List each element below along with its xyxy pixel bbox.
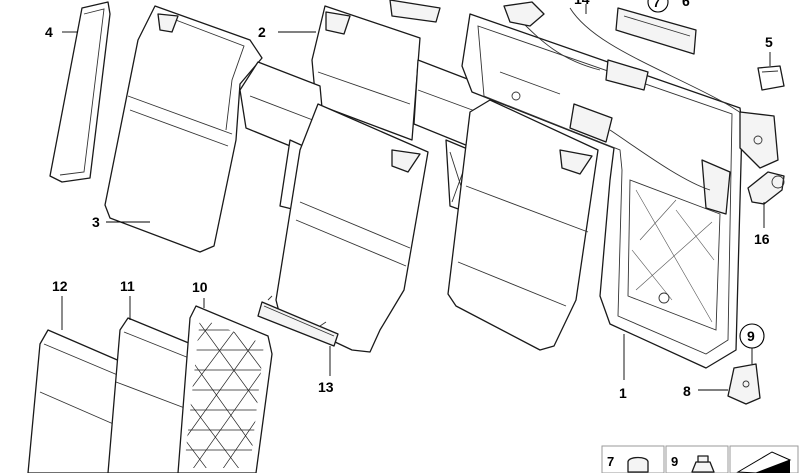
plug-icon xyxy=(627,456,649,473)
arrow-shade xyxy=(756,460,790,473)
callout-2: 2 xyxy=(258,24,266,40)
backrest-panel-right[interactable] xyxy=(447,99,599,351)
callout-9-circle xyxy=(739,323,765,349)
callout-6: 6 xyxy=(682,0,690,9)
part-4-side-bolster[interactable] xyxy=(49,1,111,183)
part-6-lever-bracket[interactable] xyxy=(615,7,697,55)
callout-3: 3 xyxy=(92,214,100,230)
legend-label-7: 7 xyxy=(607,454,614,469)
part-14-cable-mechanism[interactable] xyxy=(503,1,761,215)
legend-item-9[interactable]: 9 xyxy=(665,445,729,473)
callout-12: 12 xyxy=(52,278,68,294)
part-16-release-knob[interactable] xyxy=(747,171,785,205)
latch-clip[interactable] xyxy=(389,0,441,23)
legend-item-arrow[interactable] xyxy=(729,445,799,473)
part-3-backrest-cover[interactable] xyxy=(104,5,263,253)
part-8-hinge-bracket[interactable] xyxy=(727,363,761,405)
part-2-backrest-cover[interactable] xyxy=(311,5,421,141)
legend-item-7[interactable]: 7 xyxy=(601,445,665,473)
callout-16: 16 xyxy=(754,231,770,247)
part-13-trim-strip[interactable] xyxy=(257,295,339,347)
callout-1: 1 xyxy=(619,385,627,401)
leader-lines xyxy=(61,4,771,391)
callout-14: 14 xyxy=(574,0,590,7)
callout-5: 5 xyxy=(765,34,773,50)
callout-13: 13 xyxy=(318,379,334,395)
callout-8: 8 xyxy=(683,383,691,399)
callout-9: 9 xyxy=(747,328,755,344)
part-5-cover-cap[interactable] xyxy=(757,65,785,91)
callout-7-circle xyxy=(647,0,669,13)
callout-11: 11 xyxy=(120,278,135,294)
callout-7: 7 xyxy=(653,0,660,10)
part-10-mesh-panel[interactable] xyxy=(140,300,273,473)
callout-10: 10 xyxy=(192,279,208,295)
backrest-latch[interactable] xyxy=(739,111,779,169)
backrest-panel-center[interactable] xyxy=(275,103,429,353)
callout-4: 4 xyxy=(45,24,53,40)
legend-label-9: 9 xyxy=(671,454,678,469)
callout-labels: 4 2 3 1 5 16 8 12 11 10 13 14 6 7 9 xyxy=(45,0,773,401)
nut-icon xyxy=(691,461,715,473)
